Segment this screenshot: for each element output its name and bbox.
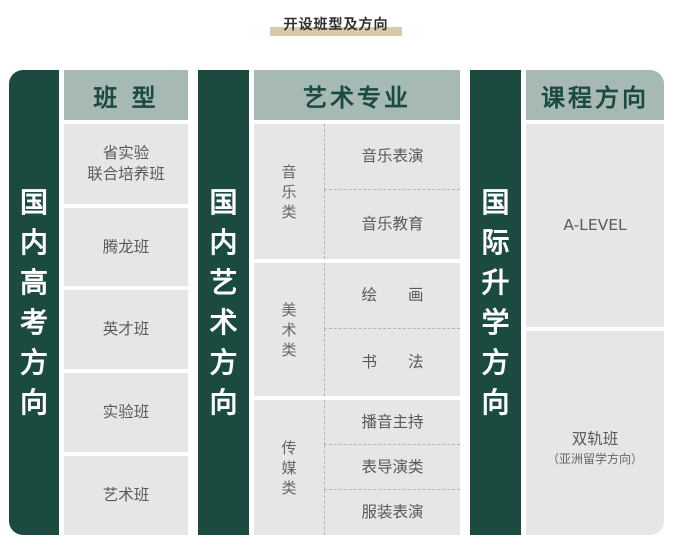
international-side-text: 国际升学方向 [481,185,510,419]
art-category-label: 传媒类 [281,438,297,497]
domestic-exam-side-label: 国内高考方向 [9,70,59,535]
art-category-media: 传媒类 [254,400,324,535]
class-item: 艺术班 [64,456,188,535]
title-underline [270,27,402,36]
art-major-item: 播音主持 [324,400,460,445]
art-major-item: 音乐表演 [324,124,460,190]
art-category-music: 音乐类 [254,124,324,259]
course-name: 双轨班 [571,429,619,448]
domestic-art-side-label: 国内艺术方向 [198,70,249,535]
art-major-header: 艺术专业 [254,70,460,120]
class-item: 省实验 联合培养班 [64,124,188,204]
course-name: A-LEVEL [563,216,627,234]
art-category-label: 音乐类 [281,162,297,221]
art-category-fine-arts: 美术类 [254,263,324,396]
art-major-item: 服装表演 [324,490,460,535]
class-item: 实验班 [64,373,188,452]
domestic-art-side-text: 国内艺术方向 [209,185,238,419]
course-item-dual-track: 双轨班 （亚洲留学方向） [526,331,664,535]
course-note: （亚洲留学方向） [546,451,643,466]
art-major-item: 表导演类 [324,445,460,490]
domestic-exam-side-text: 国内高考方向 [19,185,48,419]
class-item: 腾龙班 [64,208,188,286]
international-side-label: 国际升学方向 [470,70,521,535]
page-title: 开设班型及方向 [270,12,402,36]
art-major-item: 书 法 [324,329,460,396]
class-item: 英才班 [64,290,188,369]
class-type-header: 班 型 [64,70,188,120]
course-item-alevel: A-LEVEL [526,124,664,327]
art-major-item: 音乐教育 [324,190,460,259]
art-major-item: 绘 画 [324,263,460,329]
title-text: 开设班型及方向 [283,17,389,33]
course-direction-header: 课程方向 [526,70,664,120]
art-category-label: 美术类 [281,300,297,359]
